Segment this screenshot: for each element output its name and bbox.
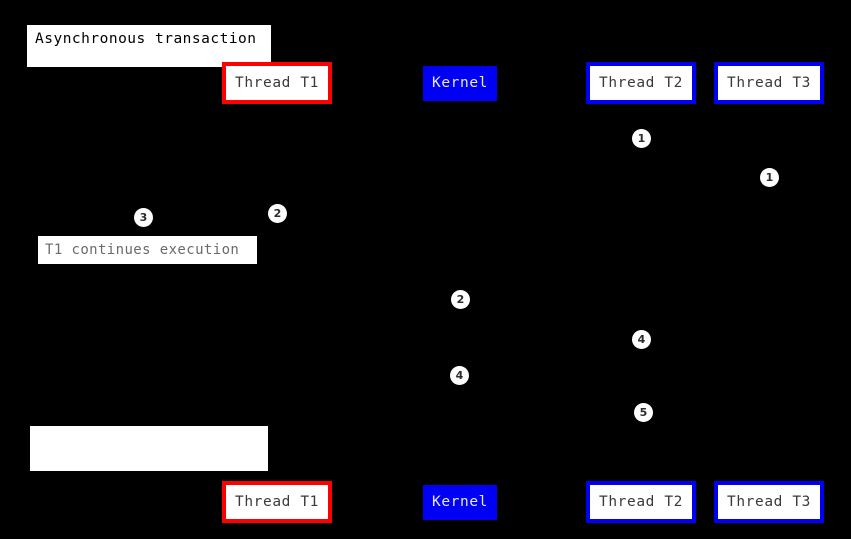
lifeline-rule-t1 — [277, 104, 278, 481]
diagram-title: Asynchronous transaction — [27, 25, 271, 67]
step-badge-4-t2[interactable]: 4 — [632, 330, 651, 349]
participant-foot-t1[interactable]: Thread T1 — [222, 481, 332, 523]
blank-note-box — [30, 426, 268, 471]
participant-foot-t3[interactable]: Thread T3 — [714, 481, 824, 523]
participant-foot-t1-label: Thread T1 — [235, 493, 319, 510]
connector-kernel-t1 — [277, 386, 460, 387]
step-badge-5-t2[interactable]: 5 — [634, 403, 653, 422]
participant-head-t2-label: Thread T2 — [599, 74, 683, 91]
step-badge-1-t3[interactable]: 1 — [760, 168, 779, 187]
step-badge-2-t1[interactable]: 2 — [268, 204, 287, 223]
participant-head-kernel[interactable]: Kernel — [423, 66, 497, 101]
participant-foot-kernel[interactable]: Kernel — [423, 485, 497, 520]
connector-t1-kernel — [277, 150, 460, 151]
participant-head-t3-label: Thread T3 — [727, 74, 811, 91]
connector-kernel-t2 — [460, 150, 641, 151]
participant-foot-t3-label: Thread T3 — [727, 493, 811, 510]
connector-kernel-t3 — [460, 188, 769, 189]
participant-head-t1-label: Thread T1 — [235, 74, 319, 91]
participant-foot-t2-label: Thread T2 — [599, 493, 683, 510]
participant-head-t1[interactable]: Thread T1 — [222, 62, 332, 104]
lifeline-rule-t3 — [769, 104, 770, 481]
step-badge-3-t1[interactable]: 3 — [134, 208, 153, 227]
connector-t2-kernel — [460, 310, 641, 311]
lifeline-rule-t2 — [641, 104, 642, 481]
participant-foot-t2[interactable]: Thread T2 — [586, 481, 696, 523]
participant-head-kernel-label: Kernel — [432, 75, 488, 92]
participant-head-t3[interactable]: Thread T3 — [714, 62, 824, 104]
step-badge-1-t2[interactable]: 1 — [632, 129, 651, 148]
step-badge-4-kernel[interactable]: 4 — [450, 366, 469, 385]
note-t1-continues-execution: T1 continues execution — [38, 236, 257, 264]
participant-foot-kernel-label: Kernel — [432, 494, 488, 511]
step-badge-2-kernel[interactable]: 2 — [451, 290, 470, 309]
participant-head-t2[interactable]: Thread T2 — [586, 62, 696, 104]
